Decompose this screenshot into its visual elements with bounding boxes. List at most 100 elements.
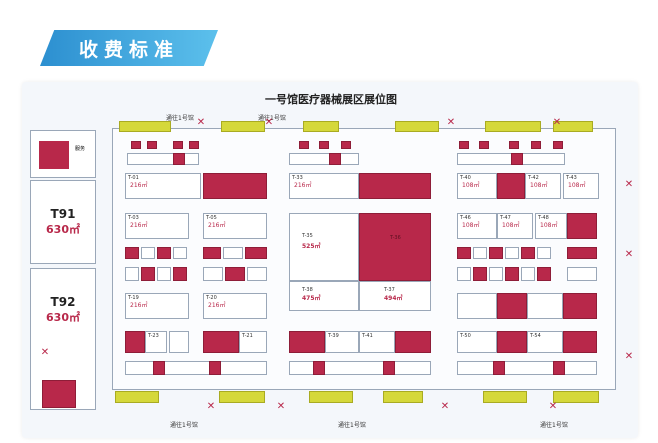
yellow-booth[interactable]: [553, 391, 599, 403]
small-booth[interactable]: [223, 247, 243, 259]
booth-t-40[interactable]: T-40 108㎡: [457, 173, 497, 199]
booth-strip[interactable]: [127, 153, 199, 165]
red-booth[interactable]: [457, 247, 471, 259]
red-booth[interactable]: [173, 141, 183, 149]
booth-t-19[interactable]: T-19 216㎡: [125, 293, 189, 319]
red-booth[interactable]: [359, 173, 431, 199]
booth-strip[interactable]: [125, 361, 267, 375]
right-booth[interactable]: [527, 293, 563, 319]
booth-strip[interactable]: [457, 361, 597, 375]
booth-t-41[interactable]: T-41: [359, 331, 395, 353]
booth-t-43[interactable]: T-43 108㎡: [563, 173, 599, 199]
red-booth[interactable]: [567, 247, 597, 259]
booth-t-21[interactable]: T-21: [239, 331, 267, 353]
yellow-booth[interactable]: [485, 121, 541, 132]
booth-t-54[interactable]: T-54: [527, 331, 563, 353]
yellow-booth[interactable]: [219, 391, 265, 403]
red-booth[interactable]: [329, 153, 341, 165]
small-booth[interactable]: [173, 247, 187, 259]
red-booth[interactable]: [521, 247, 535, 259]
red-booth[interactable]: [131, 141, 141, 149]
red-booth[interactable]: [289, 331, 325, 353]
red-booth[interactable]: [493, 361, 505, 375]
red-booth[interactable]: [299, 141, 309, 149]
red-booth[interactable]: [553, 361, 565, 375]
red-booth[interactable]: [497, 173, 525, 199]
red-booth[interactable]: [245, 247, 267, 259]
red-booth[interactable]: [157, 247, 171, 259]
small-booth[interactable]: [125, 267, 139, 281]
booth-t-33[interactable]: T-33 216㎡: [289, 173, 359, 199]
red-booth[interactable]: [319, 141, 329, 149]
hall-t91[interactable]: T91 630㎡: [30, 180, 96, 264]
red-booth[interactable]: [563, 331, 597, 353]
booth-t-46[interactable]: T-46 108㎡: [457, 213, 497, 239]
red-booth[interactable]: [553, 141, 563, 149]
red-booth[interactable]: [459, 141, 469, 149]
booth-t-42[interactable]: T-42 108㎡: [525, 173, 561, 199]
yellow-booth[interactable]: [309, 391, 353, 403]
booth-t-48[interactable]: T-48 108㎡: [535, 213, 567, 239]
yellow-booth[interactable]: [119, 121, 171, 132]
small-booth[interactable]: [521, 267, 535, 281]
red-booth[interactable]: [497, 293, 527, 319]
red-booth[interactable]: [511, 153, 523, 165]
red-booth[interactable]: [537, 267, 551, 281]
red-booth[interactable]: [497, 331, 527, 353]
booth-t-05[interactable]: T-05 216㎡: [203, 213, 267, 239]
small-booth[interactable]: [537, 247, 551, 259]
red-booth[interactable]: [153, 361, 165, 375]
red-booth[interactable]: [567, 213, 597, 239]
booth-t-37[interactable]: T-37 494㎡: [359, 281, 431, 311]
yellow-booth[interactable]: [553, 121, 593, 132]
small-booth[interactable]: [203, 267, 223, 281]
small-booth[interactable]: [473, 247, 487, 259]
red-booth[interactable]: [489, 247, 503, 259]
booth-t-47[interactable]: T-47 108㎡: [497, 213, 533, 239]
booth-t-20[interactable]: T-20 216㎡: [203, 293, 267, 319]
small-booth[interactable]: [157, 267, 171, 281]
small-booth[interactable]: [141, 247, 155, 259]
yellow-booth[interactable]: [395, 121, 439, 132]
booth-t-36[interactable]: T-36: [359, 213, 431, 281]
yellow-booth[interactable]: [303, 121, 339, 132]
small-booth[interactable]: [489, 267, 503, 281]
booth-t-38[interactable]: T-38 475㎡: [289, 281, 359, 311]
red-booth[interactable]: [531, 141, 541, 149]
red-booth[interactable]: [147, 141, 157, 149]
red-booth[interactable]: [509, 141, 519, 149]
red-booth[interactable]: [203, 331, 239, 353]
red-booth[interactable]: [125, 247, 139, 259]
small-booth[interactable]: [457, 267, 471, 281]
booth-strip[interactable]: [289, 361, 431, 375]
yellow-booth[interactable]: [383, 391, 423, 403]
red-booth[interactable]: [505, 267, 519, 281]
red-booth[interactable]: [173, 267, 187, 281]
red-booth[interactable]: [125, 331, 145, 353]
red-booth[interactable]: [173, 153, 185, 165]
small-booth[interactable]: [247, 267, 267, 281]
booth-t-01[interactable]: T-01 216㎡: [125, 173, 201, 199]
red-booth[interactable]: [189, 141, 199, 149]
small-booth[interactable]: [567, 267, 597, 281]
small-booth[interactable]: [505, 247, 519, 259]
yellow-booth[interactable]: [221, 121, 265, 132]
red-booth[interactable]: [341, 141, 351, 149]
red-booth[interactable]: [395, 331, 431, 353]
red-booth[interactable]: [141, 267, 155, 281]
red-booth[interactable]: [209, 361, 221, 375]
booth-strip[interactable]: [289, 153, 359, 165]
red-booth[interactable]: [383, 361, 395, 375]
red-booth[interactable]: [203, 247, 221, 259]
yellow-booth[interactable]: [115, 391, 159, 403]
red-booth[interactable]: [479, 141, 489, 149]
booth-t-35[interactable]: T-35 525㎡: [289, 213, 359, 281]
red-booth[interactable]: [563, 293, 597, 319]
booth-t-03[interactable]: T-03 216㎡: [125, 213, 189, 239]
red-booth[interactable]: [203, 173, 267, 199]
red-booth[interactable]: [313, 361, 325, 375]
red-booth[interactable]: [225, 267, 245, 281]
yellow-booth[interactable]: [483, 391, 527, 403]
small-booth[interactable]: [169, 331, 189, 353]
booth-t-50[interactable]: T-50: [457, 331, 497, 353]
